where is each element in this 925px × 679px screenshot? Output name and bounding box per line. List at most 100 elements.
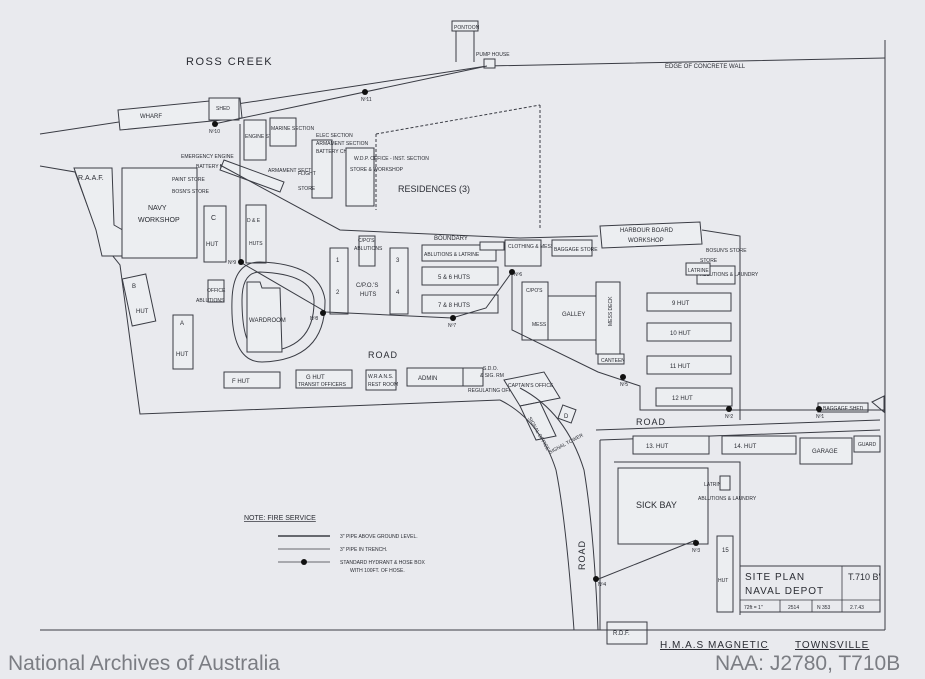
- huts-7-8-building: [421, 294, 499, 314]
- concrete-wall-label: EDGE OF CONCRETE WALL: [665, 64, 746, 70]
- g-hut-label: G HUT: [306, 375, 325, 381]
- latrine-2-building: [719, 475, 731, 491]
- sdo-building: [462, 367, 484, 387]
- f-hut-building: [223, 371, 281, 389]
- hydrant-2-marker: [726, 406, 732, 412]
- east-compound-line: [701, 229, 741, 420]
- a-hut-word: HUT: [176, 352, 189, 358]
- residences-outline: [375, 104, 541, 230]
- office-label: OFFICE: [207, 288, 226, 294]
- title-naval-depot: NAVAL DEPOT: [745, 586, 824, 597]
- bosuns-store-label: BOSUN'S STORE: [706, 248, 747, 254]
- hydrant-3-marker: [693, 540, 699, 546]
- canteen-building: [597, 353, 625, 365]
- legend-item-2: 3" PIPE IN TRENCH.: [340, 547, 387, 553]
- garage-building: [799, 437, 853, 465]
- hydrant-7-marker: [450, 315, 456, 321]
- baggage-shed-label: BAGGAGE SHED: [823, 406, 864, 412]
- galley-label: GALLEY: [562, 312, 585, 318]
- rdf-label: R.D.F.: [613, 631, 630, 637]
- hut-11-label: 11 HUT: [670, 364, 691, 370]
- mess-label: MESS: [532, 322, 547, 328]
- hut-14-building: [721, 435, 797, 455]
- hydrant-2-label: Nº2: [725, 414, 733, 420]
- hydrant-markers: Nº1 Nº2 Nº3 Nº4 Nº5 Nº6 Nº7 Nº8 Nº9 Nº10…: [209, 89, 824, 588]
- hydrant-9-marker: [238, 259, 244, 265]
- emergency-engine-label: EMERGENCY ENGINE: [181, 154, 234, 160]
- hydrant-4-label: Nº4: [598, 582, 606, 588]
- latrine-label: LATRINE: [688, 268, 709, 274]
- hydrant-8-label: Nº8: [310, 316, 318, 322]
- raaf-label: R.A.A.F.: [78, 175, 104, 182]
- hut-9-label: 9 HUT: [672, 301, 690, 307]
- captains-office-building: [503, 371, 561, 407]
- sick-bay-building: [617, 467, 709, 545]
- hydrant-6-label: Nº6: [514, 272, 522, 278]
- engine-store-label: ENGINE STORE: [245, 134, 283, 140]
- galley-building: [547, 295, 597, 341]
- hydrant-8-marker: [320, 310, 326, 316]
- cpo-ablutions-building: [358, 235, 376, 267]
- title-date: 2.7.43: [850, 605, 864, 611]
- cpo-hut-num-2: 2: [336, 290, 340, 296]
- marine-section-label: MARINE SECTION: [271, 126, 314, 132]
- store-label: STORE: [298, 186, 316, 192]
- transit-officers-label: TRANSIT OFFICERS: [298, 382, 347, 388]
- admin-label: ADMIN: [418, 376, 437, 382]
- garage-label: GARAGE: [812, 449, 838, 455]
- clothing-store-building: [504, 239, 542, 267]
- cpo-hut-3-4: [389, 247, 409, 315]
- battery-room-label: BATTERY ROOM: [196, 164, 235, 170]
- cpo-ablutions-label-2: ABLUTIONS: [354, 246, 383, 252]
- north-arrow: [871, 395, 885, 414]
- hydrant-6-marker: [509, 269, 515, 275]
- f-hut-label: F HUT: [232, 379, 250, 385]
- hut-15-num: 15: [722, 548, 729, 554]
- ablutions-latrine-label: ABLUTIONS & LATRINE: [424, 252, 480, 258]
- harbour-board-building: [599, 221, 703, 249]
- cpos-mess-label: C/PO'S: [526, 288, 543, 294]
- title-block: SITE PLAN NAVAL DEPOT T.710 B' 72ft = 1"…: [739, 565, 881, 613]
- cpo-hut-num-4: 4: [396, 290, 400, 296]
- road-vertical-label: ROAD: [577, 540, 587, 570]
- elec-section-label: ELEC SECTION: [316, 133, 353, 139]
- hydrant-9-label: Nº9: [228, 260, 236, 266]
- marine-section-building: [269, 117, 297, 147]
- ablutions-latrine-building: [421, 244, 497, 262]
- hmas-magnetic-label: H.M.A.S MAGNETIC: [660, 640, 769, 651]
- de-huts-label-2: HUTS: [249, 241, 263, 247]
- c-hut-building: [203, 205, 227, 263]
- bosns-store-label: BOSN'S STORE: [172, 189, 210, 195]
- huts-7-8-label: 7 & 8 HUTS: [438, 303, 470, 309]
- shed-label: SHED: [216, 106, 230, 112]
- title-drawing-no: T.710 B': [848, 572, 881, 582]
- c-hut-word: HUT: [206, 242, 219, 248]
- hut-14-label: 14. HUT: [734, 444, 757, 450]
- naa-watermark-right: NAA: J2780, T710B: [715, 652, 901, 675]
- hydrant-4-marker: [593, 576, 599, 582]
- huts-5-6-label: 5 & 6 HUTS: [438, 275, 470, 281]
- hut-13-building: [632, 435, 710, 455]
- office-building: [207, 279, 225, 303]
- title-cell-n353: N 353: [817, 605, 831, 611]
- title-scale: 72ft = 1": [744, 605, 763, 611]
- armament-section-label: ARMAMENT SECTION: [268, 168, 321, 174]
- hydrant-1-label: Nº1: [816, 414, 824, 420]
- pump-house-building: [483, 58, 496, 69]
- ablutions-laundry-label: ABLUTIONS & LAUNDRY: [700, 272, 759, 278]
- title-block-frame: [739, 565, 881, 613]
- signal-office-building: [519, 401, 557, 441]
- guard-building: [853, 435, 881, 453]
- de-huts-label-1: D & E: [247, 218, 261, 224]
- cpo-hut-num-3: 3: [396, 258, 400, 264]
- wardroom-label: WARDROOM: [249, 318, 286, 324]
- boundary-line: [219, 164, 599, 239]
- paint-store-label: PAINT STORE: [172, 177, 205, 183]
- hydrant-3-label: Nº3: [692, 548, 700, 554]
- cpo-huts-label-1: C/P.O.'S: [356, 283, 378, 289]
- sdo-label-2: & SIG. RM: [480, 373, 504, 379]
- shed-building: [208, 97, 240, 121]
- g-hut-building: [295, 369, 353, 389]
- cpo-ablutions-label-1: C/PO'S: [358, 238, 375, 244]
